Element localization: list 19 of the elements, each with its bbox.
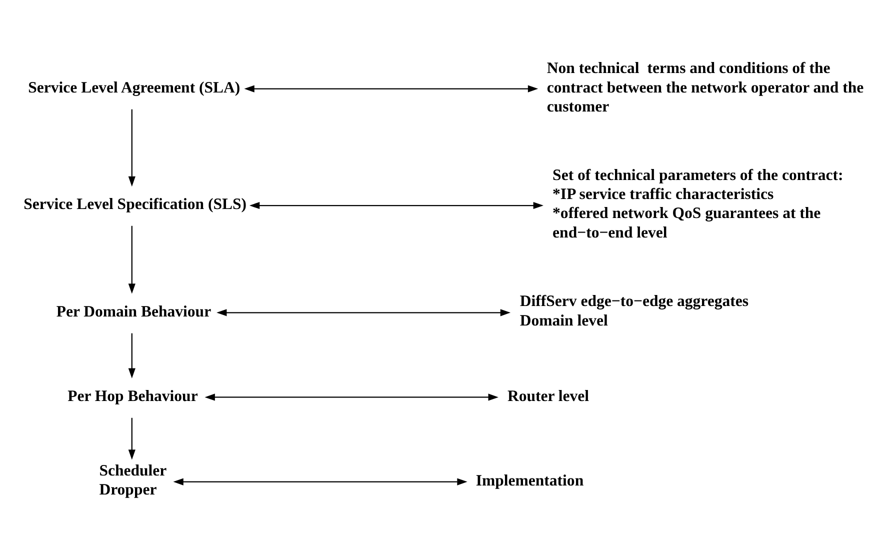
arrow <box>128 225 136 294</box>
node-text: Router level <box>507 387 590 404</box>
node-text: Service Level Agreement (SLA) <box>28 78 240 96</box>
node-text: Set of technical parameters of the contract: *IP service traffic characteristics *offered network QoS guarantees at the end−to−end level <box>552 166 844 241</box>
arrow <box>128 332 136 378</box>
node-text: Implementation <box>476 472 584 489</box>
arrow <box>204 393 498 400</box>
node-text: Scheduler Dropper <box>99 462 167 498</box>
node-text: Service Level Specification (SLS) <box>24 196 247 213</box>
arrow <box>173 478 468 485</box>
node-text: DiffServ edge−to−edge aggregates Domain level <box>520 292 749 329</box>
arrow <box>216 308 511 316</box>
arrow <box>244 84 538 92</box>
node-text: Per Domain Behaviour <box>56 302 212 320</box>
node-text: Per Hop Behaviour <box>68 387 198 404</box>
node-text: Non technical terms and conditions of the contract between the network operator and the customer <box>546 60 864 116</box>
arrow <box>128 108 136 186</box>
arrow <box>249 201 544 209</box>
arrow <box>128 417 136 460</box>
